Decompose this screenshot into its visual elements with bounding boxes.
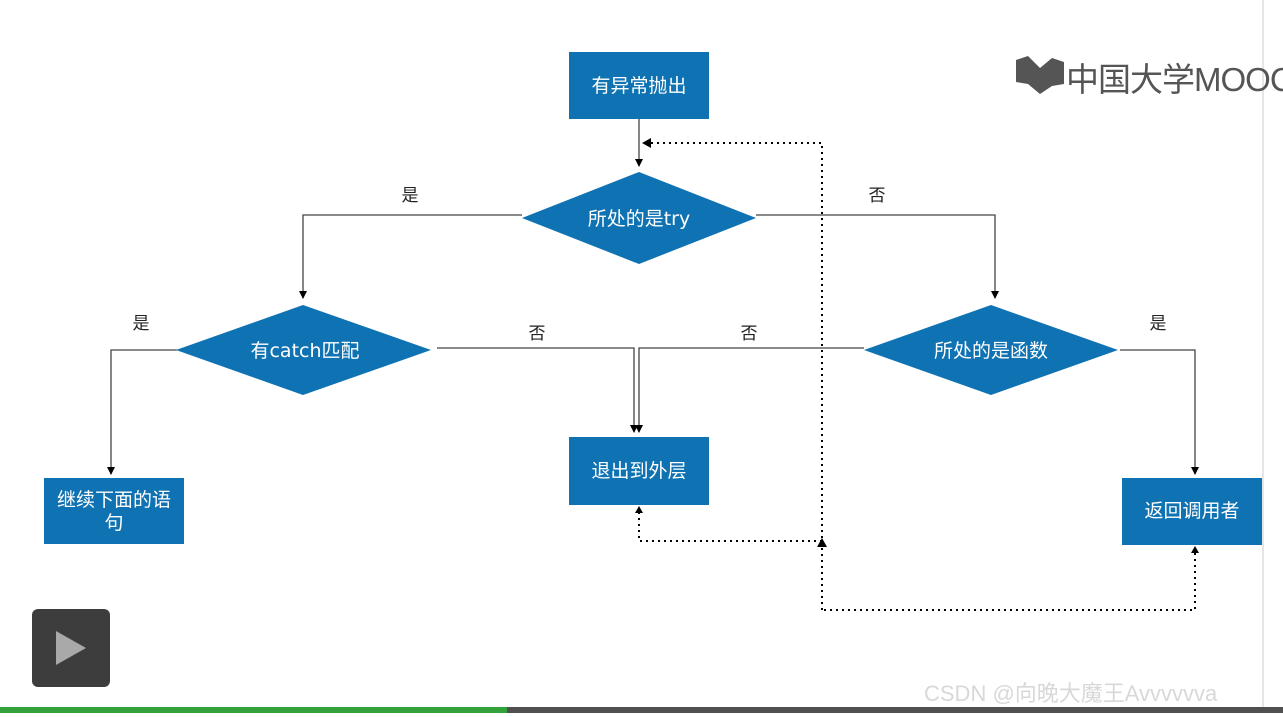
mooc-logo-icon bbox=[1014, 54, 1066, 100]
label-try-yes: 是 bbox=[402, 186, 419, 206]
edge-function-no bbox=[635, 347, 864, 433]
loop-connectors bbox=[638, 142, 1196, 611]
right-divider bbox=[1262, 0, 1264, 707]
progress-bar-played bbox=[0, 707, 507, 713]
csdn-watermark: CSDN @向晚大魔王Avvvvvva bbox=[924, 681, 1218, 706]
label-catch-no: 否 bbox=[529, 324, 546, 344]
edge-function-yes bbox=[1120, 349, 1199, 475]
node-return-caller: 返回调用者 bbox=[1122, 478, 1262, 545]
node-in-try: 所处的是try bbox=[522, 172, 756, 264]
loop-exit-outer bbox=[638, 512, 822, 542]
node-in-function-label: 所处的是函数 bbox=[934, 340, 1048, 362]
right-margin bbox=[1262, 0, 1283, 707]
edge-catch-no bbox=[437, 347, 638, 433]
node-continue-label-line1: 继续下面的语 bbox=[57, 489, 171, 511]
loop-arrow-exit bbox=[635, 506, 643, 513]
mooc-logo-text: 中国大学MOOC bbox=[1066, 61, 1283, 98]
node-has-catch: 有catch匹配 bbox=[176, 305, 431, 395]
edge-try-no bbox=[756, 214, 999, 299]
loop-arrowheads bbox=[635, 138, 1199, 553]
edge-labels: 是 否 是 否 否 是 bbox=[133, 186, 1167, 344]
node-has-catch-label: 有catch匹配 bbox=[250, 340, 359, 362]
loop-arrow-try bbox=[642, 138, 651, 148]
edge-catch-yes bbox=[107, 349, 177, 475]
node-return-caller-label: 返回调用者 bbox=[1144, 500, 1239, 522]
node-exit-outer-label: 退出到外层 bbox=[591, 460, 686, 482]
node-continue-label-line2: 句 bbox=[104, 512, 123, 534]
mooc-logo: 中国大学MOOC bbox=[1014, 52, 1283, 102]
label-try-no: 否 bbox=[869, 186, 886, 206]
loop-return-caller bbox=[822, 553, 1196, 611]
node-in-try-label: 所处的是try bbox=[588, 208, 691, 230]
node-throw-label: 有异常抛出 bbox=[591, 75, 686, 97]
node-in-function: 所处的是函数 bbox=[864, 305, 1118, 395]
label-function-no: 否 bbox=[741, 324, 758, 344]
label-function-yes: 是 bbox=[1150, 314, 1167, 334]
label-catch-yes: 是 bbox=[133, 314, 150, 334]
loop-arrow-return bbox=[1191, 546, 1199, 553]
node-continue: 继续下面的语 句 bbox=[44, 478, 184, 544]
play-button[interactable] bbox=[32, 609, 110, 687]
play-icon bbox=[56, 631, 86, 665]
node-throw: 有异常抛出 bbox=[569, 52, 709, 119]
node-exit-outer: 退出到外层 bbox=[569, 437, 709, 505]
edge-try-yes bbox=[299, 214, 522, 299]
progress-bar[interactable] bbox=[0, 707, 1283, 713]
connectors bbox=[107, 119, 1199, 475]
loop-arrow-up bbox=[817, 538, 827, 547]
